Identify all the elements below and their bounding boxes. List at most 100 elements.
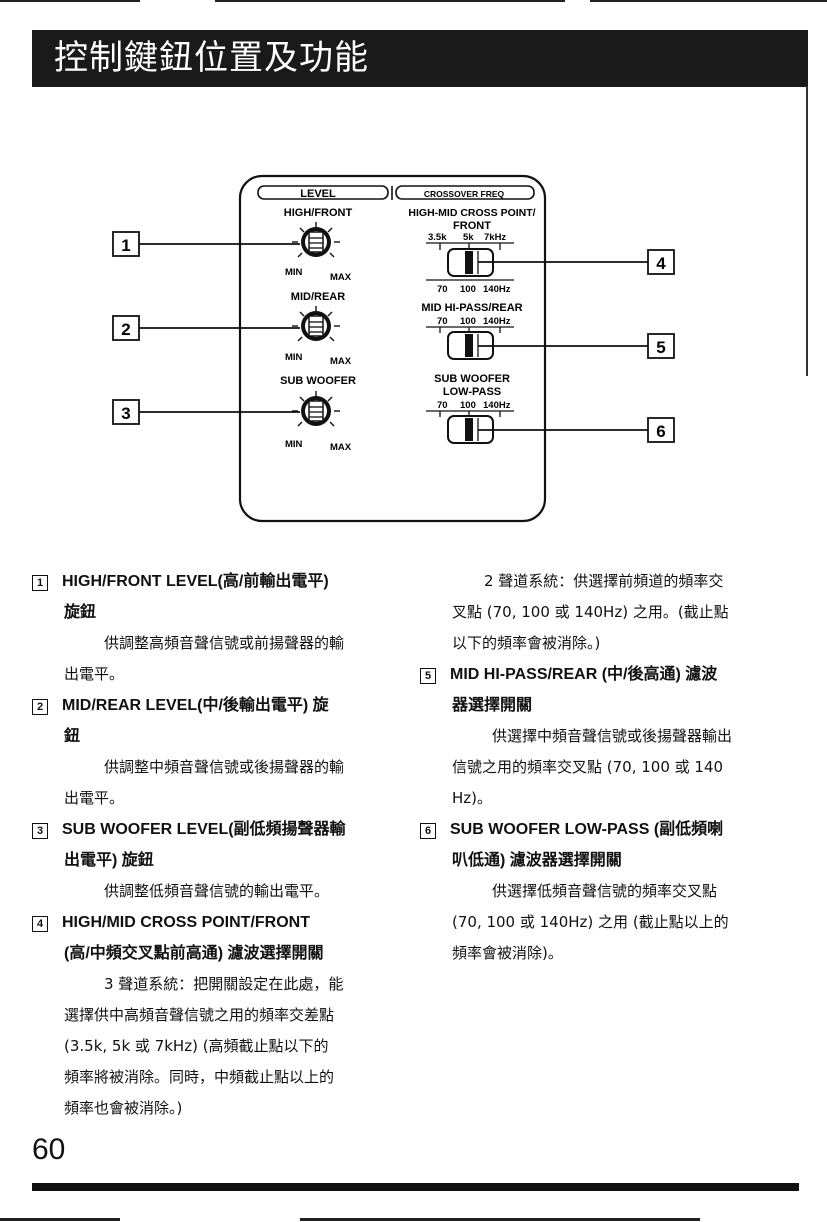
item-mid-hi-pass-rear: 5 MID HI-PASS/REAR (中/後高通) 濾波 器選擇開關 供選擇中頻… [420,659,780,814]
item-sub-woofer-level: 3 SUB WOOFER LEVEL(副低頻揚聲器輸 出電平) 旋鈕 供調整低頻音… [32,814,397,907]
left-column: 1 HIGH/FRONT LEVEL(高/前輸出電平) 旋鈕 供調整高頻音聲信號或… [32,566,397,1124]
svg-text:2: 2 [121,320,130,339]
switch1-top-scale-c: 7kHz [484,232,506,243]
item-mid-rear-level: 2 MID/REAR LEVEL(中/後輸出電平) 旋 鈕 供調整中頻音聲信號或後… [32,690,397,814]
callout-3: 3 [112,399,140,425]
item-body-line: (70, 100 或 140Hz) 之用 (截止點以上的 [452,913,729,931]
item-heading: MID HI-PASS/REAR (中/後高通) 濾波 [450,666,718,683]
callout-1: 1 [112,231,140,257]
switch1-label-line1: HIGH-MID CROSS POINT/ [408,207,535,219]
switch1-bottom-scale-a: 70 [437,284,448,295]
item-body-line: 頻率也會被消除。) [64,1099,183,1117]
knob1-min: MIN [285,267,303,278]
switch1-bottom-scale-c: 140Hz [483,284,511,295]
switch1-bottom-scale-b: 100 [460,284,476,295]
svg-text:5: 5 [656,338,665,357]
item-body-line: 供調整中頻音聲信號或後揚聲器的輸 [104,758,345,776]
item-heading-cont: 旋鈕 [64,604,97,621]
switch3-label-line1: SUB WOOFER [434,373,510,385]
item-high-mid-cross-point: 4 HIGH/MID CROSS POINT/FRONT (高/中頻交叉點前高通)… [32,907,397,1124]
item-body-line: 供選擇中頻音聲信號或後揚聲器輸出 [492,727,733,745]
switch1-top-scale-a: 3.5k [428,232,447,243]
bottom-rule [32,1183,799,1191]
item-body-line: 供調整低頻音聲信號的輸出電平。 [104,882,330,900]
sub-woofer-knob [292,391,340,427]
item-heading: SUB WOOFER LEVEL(副低頻揚聲器輸 [62,821,346,838]
item-number-4: 4 [32,916,48,932]
switch1-top-scale-b: 5k [463,232,474,243]
knob2-max: MAX [330,356,352,367]
item-body-line: 2 聲道系統：供選擇前頻道的頻率交 [484,572,724,590]
item-body-line: 出電平。 [64,665,125,683]
callout-6: 6 [647,417,675,443]
item-body-line: 頻率會被消除)。 [452,944,563,962]
level-tab [257,185,389,200]
mid-rear-knob [292,306,340,342]
item-number-3: 3 [32,823,48,839]
item-body-line: 出電平。 [64,789,125,807]
item-heading-cont: 出電平) 旋鈕 [64,852,154,869]
svg-text:4: 4 [656,254,666,273]
svg-text:1: 1 [121,236,130,255]
knob-label-mid-rear: MID/REAR [291,291,345,303]
knob1-max: MAX [330,272,352,283]
item-heading: HIGH/MID CROSS POINT/FRONT [62,914,310,931]
item-heading-cont: 叭低通) 濾波器選擇開關 [452,852,622,869]
item-heading: MID/REAR LEVEL(中/後輸出電平) 旋 [62,697,329,714]
item-body-line: 叉點 (70, 100 或 140Hz) 之用。(截止點 [452,603,729,621]
item-high-front-level: 1 HIGH/FRONT LEVEL(高/前輸出電平) 旋鈕 供調整高頻音聲信號或… [32,566,397,690]
switch3-scale-b: 100 [460,400,476,411]
svg-text:6: 6 [656,422,665,441]
knob3-max: MAX [330,442,352,453]
title-bar: 控制鍵鈕位置及功能 [32,30,808,87]
control-diagram: LEVEL CROSSOVER FREQ HIGH/FRONT MID/REAR… [112,174,675,523]
item-heading-cont: 鈕 [64,728,81,745]
callout-4: 4 [647,249,675,275]
bottom-scan-line [0,1218,827,1222]
mid-hi-pass-rear-switch [439,327,501,360]
switch2-scale-b: 100 [460,316,476,327]
switch3-scale-a: 70 [437,400,448,411]
high-front-knob [292,222,340,258]
page-title: 控制鍵鈕位置及功能 [54,38,369,78]
knob-label-sub-woofer: SUB WOOFER [280,375,356,387]
right-rule [806,86,808,376]
switch2-scale-c: 140Hz [483,316,511,327]
item-body-line: 信號之用的頻率交叉點 (70, 100 或 140 [452,758,724,776]
item-number-6: 6 [420,823,436,839]
item-two-channel-note: 2 聲道系統：供選擇前頻道的頻率交 叉點 (70, 100 或 140Hz) 之… [420,566,780,659]
item-body-line: 選擇供中高頻音聲信號之用的頻率交差點 [64,1006,335,1024]
item-heading: SUB WOOFER LOW-PASS (副低頻喇 [450,821,724,838]
switch1-label-line2: FRONT [453,220,491,232]
item-body-line: (3.5k, 5k 或 7kHz) (高頻截止點以下的 [64,1037,329,1055]
item-body-line: 供調整高頻音聲信號或前揚聲器的輸 [104,634,345,652]
right-column: 2 聲道系統：供選擇前頻道的頻率交 叉點 (70, 100 或 140Hz) 之… [420,566,780,969]
crossover-label: CROSSOVER FREQ [424,189,505,199]
item-number-5: 5 [420,668,436,684]
item-body-line: 以下的頻率會被消除。) [452,634,601,652]
item-body-line: Hz)。 [452,789,493,807]
control-panel-outline [238,174,547,523]
crossover-tab [395,185,535,200]
svg-text:3: 3 [121,404,130,423]
switch3-scale-c: 140Hz [483,400,511,411]
page-number: 60 [32,1133,66,1166]
knob-label-high-front: HIGH/FRONT [284,207,353,219]
switch2-scale-a: 70 [437,316,448,327]
item-heading-cont: (高/中頻交叉點前高通) 濾波選擇開關 [64,945,324,962]
sub-woofer-low-pass-switch [439,411,501,444]
item-heading: HIGH/FRONT LEVEL(高/前輸出電平) [62,573,329,590]
callout-2: 2 [112,315,140,341]
item-heading-cont: 器選擇開關 [452,697,533,714]
knob3-min: MIN [285,439,303,450]
switch3-label-line2: LOW-PASS [443,386,501,398]
item-body-line: 供選擇低頻音聲信號的頻率交叉點 [492,882,718,900]
item-number-1: 1 [32,575,48,591]
item-body-line: 頻率將被消除。同時，中頻截止點以上的 [64,1068,335,1086]
switch2-label: MID HI-PASS/REAR [421,302,522,314]
top-scan-line [0,0,827,4]
item-number-2: 2 [32,699,48,715]
item-body-line: 3 聲道系統：把開關設定在此處，能 [104,975,344,993]
knob2-min: MIN [285,352,303,363]
